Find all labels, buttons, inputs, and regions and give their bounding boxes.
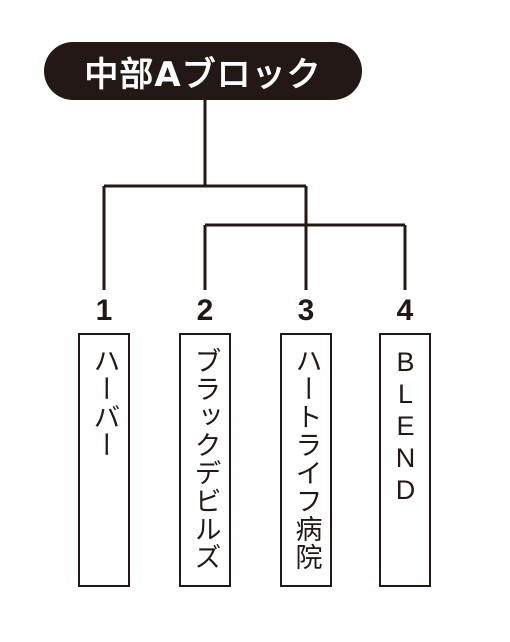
seed-number-2: 2	[196, 294, 214, 327]
team-box-1: ハーバー	[78, 333, 130, 587]
team-name-4: BLEND	[390, 347, 421, 507]
team-box-3: ハートライフ病院	[280, 333, 332, 587]
team-name-2: ブラックデビルズ	[189, 347, 221, 571]
team-box-2: ブラックデビルズ	[179, 333, 231, 587]
team-name-3: ハートライフ病院	[290, 347, 322, 571]
team-box-4: BLEND	[379, 333, 431, 587]
team-name-1: ハーバー	[88, 347, 120, 459]
seed-number-4: 4	[396, 294, 414, 327]
seed-number-3: 3	[297, 294, 315, 327]
block-title: 中部Aブロック	[44, 42, 362, 100]
seed-number-1: 1	[95, 294, 113, 327]
